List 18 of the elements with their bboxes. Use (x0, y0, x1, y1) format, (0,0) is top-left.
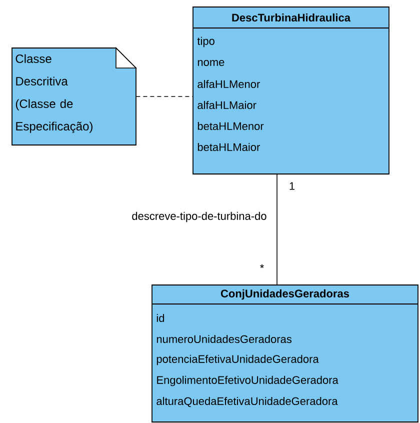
class-name: DescTurbinaHidraulica (232, 13, 351, 22)
attribute-text: id (156, 314, 164, 322)
attribute-text: numeroUnidadesGeradoras (156, 334, 292, 344)
attribute-text: EngolimentoEfetivoUnidadeGeradora (157, 376, 338, 386)
attribute-text: alfaHLMenor (198, 80, 260, 88)
association-line (276, 174, 278, 285)
attribute-text: tipo (197, 36, 214, 48)
attribute-text: nome (198, 60, 224, 66)
attribute-text: potenciaEfetivaUnidadeGeradora (156, 354, 319, 366)
attribute-text: alfaHLMaior (198, 100, 256, 110)
association-line (136, 96, 193, 97)
multiplicity-label: * (260, 264, 264, 268)
class-name: ConjUnidadesGeradoras (220, 289, 350, 300)
attribute-text: betaHLMaior (198, 142, 260, 152)
attribute-text: betaHLMenor (198, 122, 264, 130)
attribute-text: alturaQuedaEfetivaUnidadeGeradora (156, 396, 338, 407)
note-text: Classe Descritiva (Classe de Especificação) (16, 54, 92, 133)
edge-label: descreve-tipo-de-turbina-do (132, 212, 266, 222)
